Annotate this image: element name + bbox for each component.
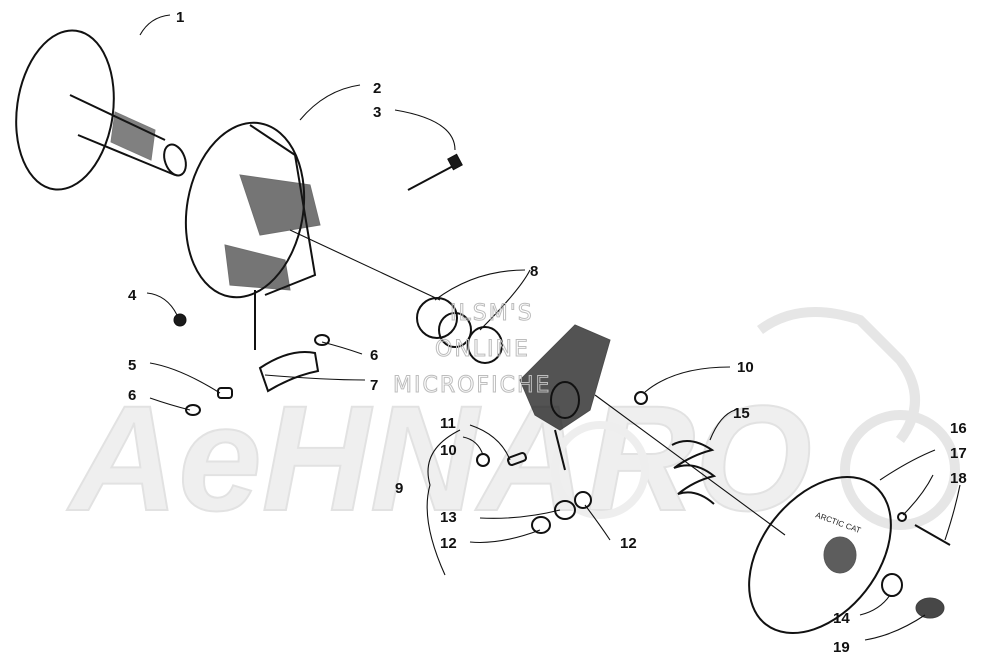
callout-11: 11 [440, 415, 456, 432]
callout-5: 5 [128, 357, 136, 374]
callout-8: 8 [530, 263, 538, 280]
callout-1: 1 [176, 9, 184, 26]
part-fixed-sheave [15, 29, 187, 191]
callout-10a: 10 [737, 359, 754, 376]
part-movable-sheave [184, 121, 321, 350]
callout-2: 2 [373, 80, 381, 97]
callout-15: 15 [733, 405, 750, 422]
part-cover: ARCTIC CAT [748, 476, 892, 634]
callout-3: 3 [373, 104, 381, 121]
watermark-logo: AeHNARO [65, 307, 960, 543]
callout-18: 18 [950, 470, 967, 487]
callout-12a: 12 [440, 535, 457, 552]
callout-7: 7 [370, 377, 378, 394]
part-bolt [407, 153, 463, 191]
callout-16: 16 [950, 420, 967, 437]
part-nut [173, 313, 187, 327]
svg-text:ARCTIC CAT: ARCTIC CAT [814, 510, 862, 535]
watermark-line-3: MICROFICHE [393, 373, 551, 398]
part-small-hardware [476, 391, 648, 534]
callout-14: 14 [833, 610, 850, 627]
watermark-line-2: ONLINE [435, 337, 530, 362]
part-spider [519, 324, 611, 471]
callout-12b: 12 [620, 535, 637, 552]
callout-6b: 6 [128, 387, 136, 404]
callout-17: 17 [950, 445, 967, 462]
watermark-text: ILSM'S ONLINE MICROFICHE [393, 301, 551, 399]
callout-9: 9 [395, 480, 403, 497]
leader-lines [139, 14, 961, 641]
part-cover-hardware [881, 512, 951, 619]
callout-10b: 10 [440, 442, 457, 459]
part-roller-set [185, 334, 330, 416]
callout-4: 4 [128, 287, 137, 304]
callout-labels: 1 2 3 4 5 6 6 7 8 9 10 10 11 12 12 13 14… [128, 9, 967, 656]
watermark-line-1: ILSM'S [450, 301, 534, 326]
callout-6a: 6 [370, 347, 378, 364]
svg-text:AeHNARO: AeHNARO [66, 374, 812, 542]
part-spring [671, 440, 717, 505]
callout-13: 13 [440, 509, 457, 526]
callout-19: 19 [833, 639, 850, 656]
